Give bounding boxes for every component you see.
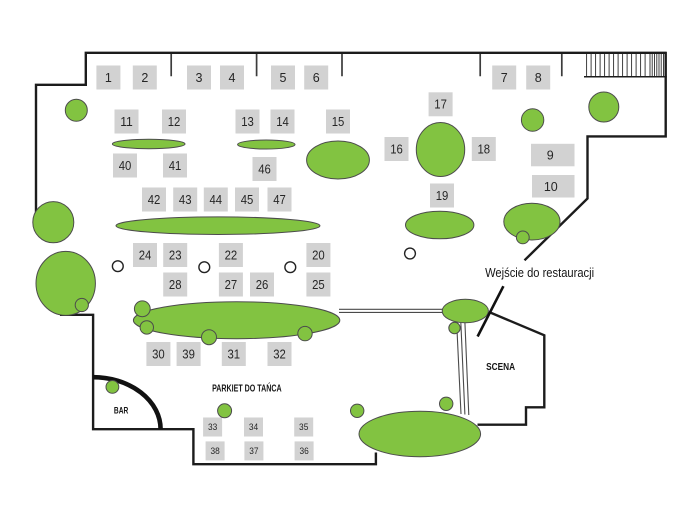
svg-text:36: 36 xyxy=(299,446,308,457)
svg-text:30: 30 xyxy=(152,347,165,361)
svg-text:BAR: BAR xyxy=(114,406,129,416)
svg-text:44: 44 xyxy=(210,193,223,207)
svg-text:15: 15 xyxy=(332,115,345,129)
svg-text:37: 37 xyxy=(249,446,258,457)
svg-text:46: 46 xyxy=(258,162,271,176)
svg-text:34: 34 xyxy=(249,422,258,433)
svg-text:9: 9 xyxy=(547,149,554,163)
svg-text:3: 3 xyxy=(196,71,203,85)
svg-text:19: 19 xyxy=(436,189,449,203)
svg-text:8: 8 xyxy=(535,71,542,85)
svg-text:16: 16 xyxy=(390,142,403,156)
svg-text:5: 5 xyxy=(280,71,287,85)
svg-text:33: 33 xyxy=(208,422,217,433)
svg-text:47: 47 xyxy=(273,193,286,207)
svg-text:25: 25 xyxy=(312,278,325,292)
svg-text:11: 11 xyxy=(120,115,133,129)
svg-text:38: 38 xyxy=(210,446,219,457)
svg-text:Wejście do restauracji: Wejście do restauracji xyxy=(485,265,594,280)
svg-text:2: 2 xyxy=(141,71,148,85)
svg-text:35: 35 xyxy=(299,422,308,433)
svg-text:1: 1 xyxy=(105,71,112,85)
svg-text:40: 40 xyxy=(119,159,132,173)
svg-text:41: 41 xyxy=(169,159,182,173)
svg-text:PARKIET DO TAŃCA: PARKIET DO TAŃCA xyxy=(212,382,282,395)
svg-text:20: 20 xyxy=(312,248,325,262)
svg-text:22: 22 xyxy=(225,248,238,262)
svg-text:39: 39 xyxy=(182,347,195,361)
svg-text:4: 4 xyxy=(229,71,236,85)
svg-text:6: 6 xyxy=(313,71,320,85)
svg-text:31: 31 xyxy=(228,347,241,361)
svg-text:SCENA: SCENA xyxy=(486,361,515,373)
svg-text:14: 14 xyxy=(276,115,289,129)
svg-text:17: 17 xyxy=(434,98,447,112)
svg-text:24: 24 xyxy=(139,248,152,262)
svg-text:13: 13 xyxy=(241,115,254,129)
svg-text:42: 42 xyxy=(148,193,161,207)
svg-text:28: 28 xyxy=(169,278,182,292)
svg-text:23: 23 xyxy=(169,248,182,262)
svg-text:26: 26 xyxy=(256,278,269,292)
svg-text:27: 27 xyxy=(225,278,238,292)
svg-text:18: 18 xyxy=(478,142,491,156)
svg-text:32: 32 xyxy=(273,347,286,361)
svg-text:7: 7 xyxy=(501,71,508,85)
svg-text:10: 10 xyxy=(544,180,558,194)
svg-text:12: 12 xyxy=(168,115,181,129)
svg-text:45: 45 xyxy=(241,193,254,207)
svg-text:43: 43 xyxy=(179,193,192,207)
